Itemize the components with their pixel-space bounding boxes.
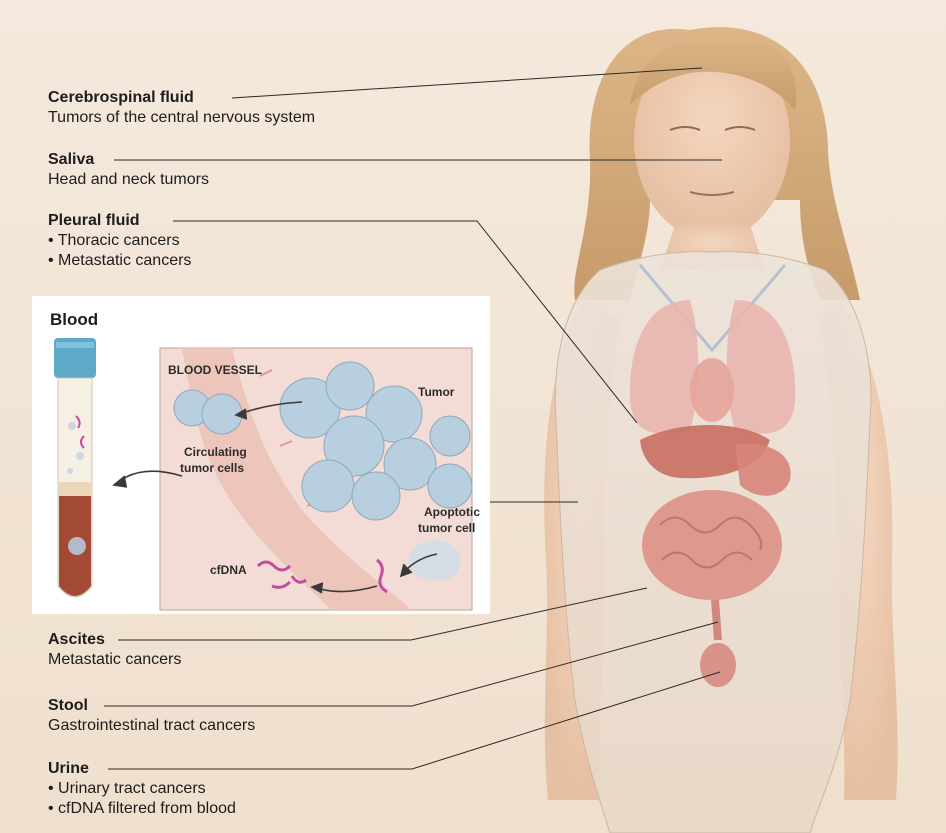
blood-title: Blood <box>50 310 98 330</box>
urine-label: Urine • Urinary tract cancers • cfDNA fi… <box>48 759 236 819</box>
saliva-subtitle: Head and neck tumors <box>48 170 209 190</box>
blood-inset-illustration: BLOOD VESSEL Tumor Circulating tumor cel… <box>32 296 490 614</box>
apoptotic-label-line2: tumor cell <box>418 521 475 535</box>
pleural-title: Pleural fluid <box>48 211 191 231</box>
urine-item: • Urinary tract cancers <box>48 779 236 799</box>
urine-title: Urine <box>48 759 236 779</box>
csf-subtitle: Tumors of the central nervous system <box>48 108 315 128</box>
pleural-item: • Thoracic cancers <box>48 231 191 251</box>
pleural-item: • Metastatic cancers <box>48 251 191 271</box>
csf-label: Cerebrospinal fluid Tumors of the centra… <box>48 88 315 128</box>
ascites-subtitle: Metastatic cancers <box>48 650 181 670</box>
csf-title: Cerebrospinal fluid <box>48 88 315 108</box>
pleural-label: Pleural fluid • Thoracic cancers • Metas… <box>48 211 191 271</box>
ascites-title: Ascites <box>48 630 181 650</box>
ctc-label-line2: tumor cells <box>180 461 244 475</box>
ascites-label: Ascites Metastatic cancers <box>48 630 181 670</box>
blood-vessel-label: BLOOD VESSEL <box>168 363 262 377</box>
stool-label: Stool Gastrointestinal tract cancers <box>48 696 255 736</box>
bladder-shape <box>700 643 736 687</box>
tumor-label: Tumor <box>418 385 455 399</box>
test-tube-icon <box>54 338 96 597</box>
saliva-label: Saliva Head and neck tumors <box>48 150 209 190</box>
apoptotic-label-line1: Apoptotic <box>424 505 480 519</box>
cfdna-label: cfDNA <box>210 563 247 577</box>
stool-subtitle: Gastrointestinal tract cancers <box>48 716 255 736</box>
saliva-title: Saliva <box>48 150 209 170</box>
ctc-label-line1: Circulating <box>184 445 247 459</box>
blood-inset-panel: BLOOD VESSEL Tumor Circulating tumor cel… <box>32 296 490 614</box>
urine-item: • cfDNA filtered from blood <box>48 799 236 819</box>
stool-title: Stool <box>48 696 255 716</box>
